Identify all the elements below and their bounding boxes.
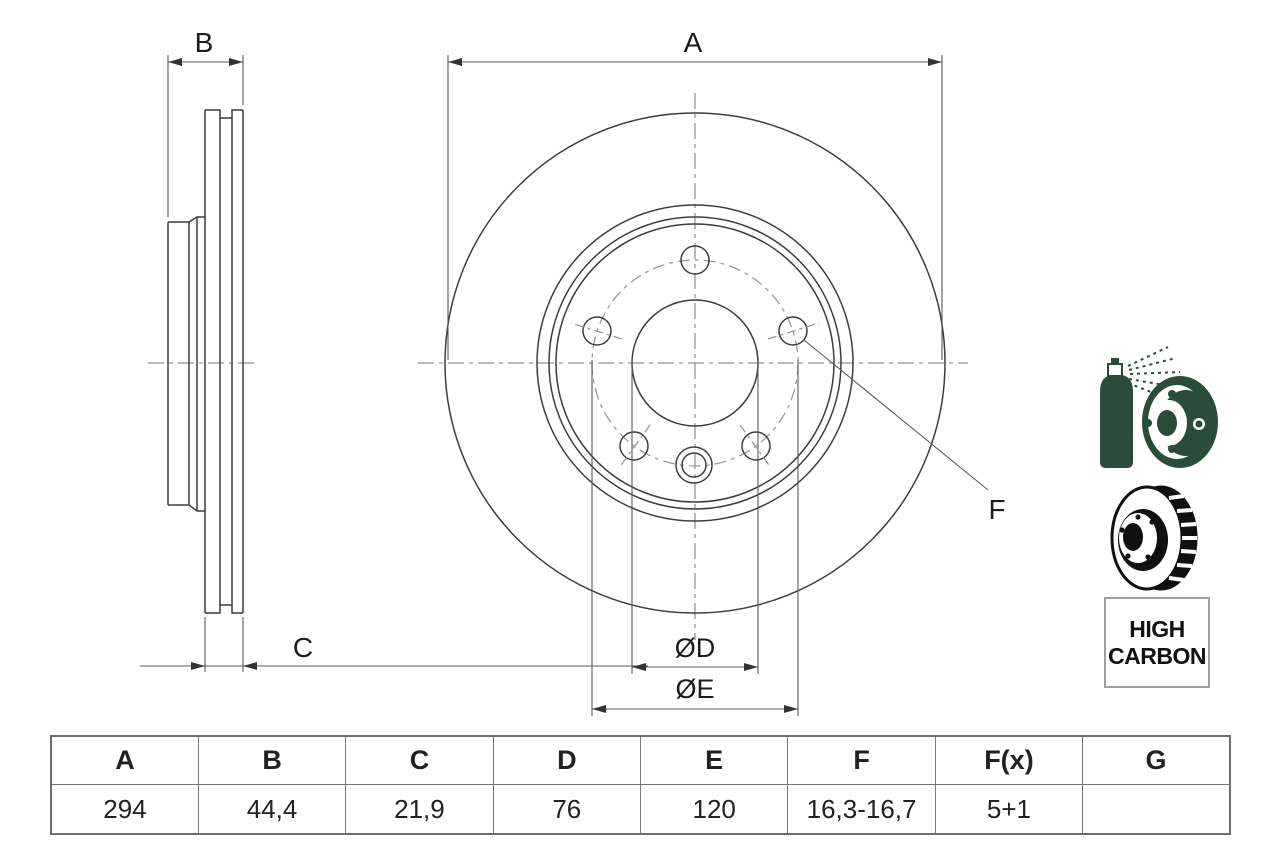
high-carbon-badge: HIGH CARBON	[1104, 597, 1210, 688]
bolt-holes	[582, 245, 808, 484]
bolt-hole	[680, 245, 710, 275]
hub-bolt-holes	[1119, 514, 1155, 560]
arrowhead	[632, 663, 646, 671]
bolt-hole	[619, 431, 649, 461]
dim-label-a: A	[684, 27, 703, 58]
dim-label-c: C	[293, 632, 313, 663]
set-screw-hole-outer	[675, 446, 713, 484]
hat-edge-circle	[548, 216, 842, 510]
spec-value-c: 21,9	[345, 784, 494, 835]
spec-value-a: 294	[50, 784, 199, 835]
hat-edge-inner-circle	[555, 223, 835, 503]
bolt-hole-centermarks	[570, 322, 820, 469]
high-carbon-line1: HIGH	[1129, 615, 1185, 642]
side-view: B C	[140, 27, 648, 672]
friction-ring-inner-circle	[536, 204, 854, 522]
spray-can-icon	[1100, 346, 1181, 468]
arrowhead	[168, 58, 182, 66]
spec-value-d: 76	[492, 784, 642, 835]
dimension-c	[140, 617, 648, 672]
spec-header-d: D	[492, 735, 642, 785]
spec-header-b: B	[197, 735, 347, 785]
front-view: A ØD ØE F	[418, 27, 1006, 716]
vented-brake-disc-icon	[1110, 485, 1198, 591]
spec-header-fx: F(x)	[934, 735, 1084, 785]
spec-value-b: 44,4	[197, 784, 347, 835]
side-view-outline	[167, 109, 244, 614]
dimension-e	[591, 360, 799, 716]
spec-table: A B C D E F F(x) G 294 44,4 21,9 76 120 …	[50, 735, 1231, 835]
arrowhead	[928, 58, 942, 66]
outer-diameter-circle	[444, 112, 946, 614]
spray-coated-disc-icon	[1100, 346, 1218, 468]
spec-table-value-row: 294 44,4 21,9 76 120 16,3-16,7 5+1	[50, 784, 1231, 835]
spec-value-e: 120	[639, 784, 789, 835]
bolt-hole	[741, 431, 771, 461]
high-carbon-line2: CARBON	[1108, 642, 1206, 669]
spec-header-e: E	[639, 735, 789, 785]
vent-slots	[1168, 494, 1197, 582]
spec-header-a: A	[50, 735, 199, 785]
dim-label-diameter-d: ØD	[675, 633, 716, 663]
leader-line-f	[803, 339, 989, 491]
spec-header-f: F	[787, 735, 936, 785]
spec-value-fx: 5+1	[934, 784, 1084, 835]
spray-mist	[1127, 346, 1181, 399]
arrowhead	[744, 663, 758, 671]
spec-header-g: G	[1082, 735, 1231, 785]
dim-label-f: F	[988, 494, 1005, 525]
arrowhead	[592, 705, 606, 713]
spec-table-header-row: A B C D E F F(x) G	[50, 735, 1231, 785]
arrowhead	[229, 58, 243, 66]
arrowhead	[448, 58, 462, 66]
arrowhead	[784, 705, 798, 713]
arrowhead	[243, 662, 257, 670]
dimension-a	[447, 55, 943, 360]
bolt-hole	[778, 316, 808, 346]
spec-header-c: C	[345, 735, 494, 785]
dim-label-diameter-e: ØE	[675, 674, 714, 704]
bolt-hole	[582, 316, 612, 346]
set-screw-hole-inner	[681, 452, 707, 478]
dimension-d	[631, 360, 759, 674]
dim-label-b: B	[195, 27, 214, 58]
arrowhead	[191, 662, 205, 670]
spec-value-f: 16,3-16,7	[787, 784, 936, 835]
coated-disc-icon	[1142, 376, 1218, 468]
spec-value-g	[1082, 784, 1231, 835]
